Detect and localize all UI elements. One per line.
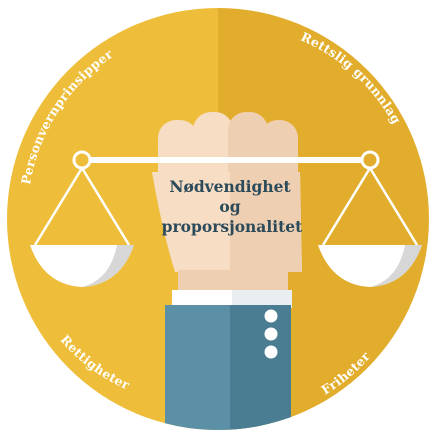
sleeve-button-2 bbox=[264, 327, 278, 341]
right-string-left bbox=[321, 167, 372, 246]
palm-shade bbox=[230, 172, 302, 272]
finger-2 bbox=[193, 112, 233, 190]
left-string-right bbox=[80, 167, 131, 246]
finger-3 bbox=[228, 112, 268, 190]
right-pan-shade bbox=[370, 245, 422, 287]
sleeve-right bbox=[230, 330, 291, 430]
sleeve-top-right bbox=[230, 305, 291, 335]
left-pivot-ring bbox=[72, 150, 92, 170]
shirt-cuff-shade bbox=[232, 290, 292, 308]
center-text-line-2: og bbox=[219, 197, 240, 216]
wrist bbox=[178, 270, 288, 292]
sleeve-button-3 bbox=[264, 345, 278, 359]
sleeve-button-1 bbox=[264, 309, 278, 323]
left-string-left bbox=[33, 167, 84, 246]
left-pan-shade bbox=[82, 245, 134, 287]
right-string-right bbox=[368, 167, 419, 246]
right-pivot-ring bbox=[360, 150, 380, 170]
center-text-line-3: proporsjonalitet bbox=[162, 217, 303, 236]
fist bbox=[149, 112, 303, 308]
right-scale bbox=[318, 150, 422, 287]
center-text-line-1: Nødvendighet bbox=[169, 177, 291, 196]
left-scale bbox=[30, 150, 134, 287]
